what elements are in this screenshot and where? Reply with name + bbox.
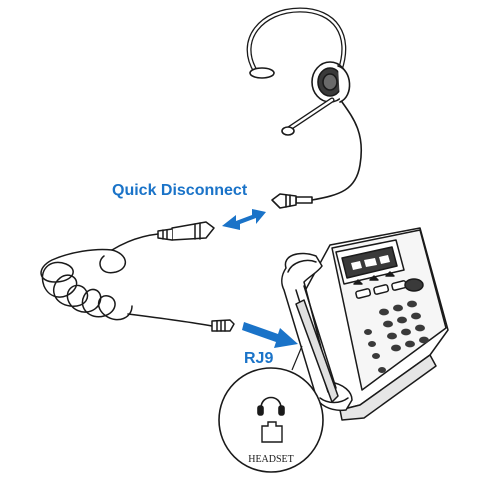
rj9-label: RJ9 xyxy=(244,350,273,367)
quick-disconnect-label: Quick Disconnect xyxy=(112,182,248,199)
desk-phone xyxy=(281,227,449,421)
coil-cord xyxy=(40,221,235,332)
port-leader-line xyxy=(291,345,303,371)
headset-icon xyxy=(257,396,285,416)
headset xyxy=(246,7,363,209)
headset-port-label: HEADSET xyxy=(248,454,294,465)
rj9-jack-icon xyxy=(261,421,283,443)
arrow-icon xyxy=(242,322,298,348)
double-arrow-icon xyxy=(222,209,266,230)
headset-port-callout: HEADSET xyxy=(218,367,324,473)
